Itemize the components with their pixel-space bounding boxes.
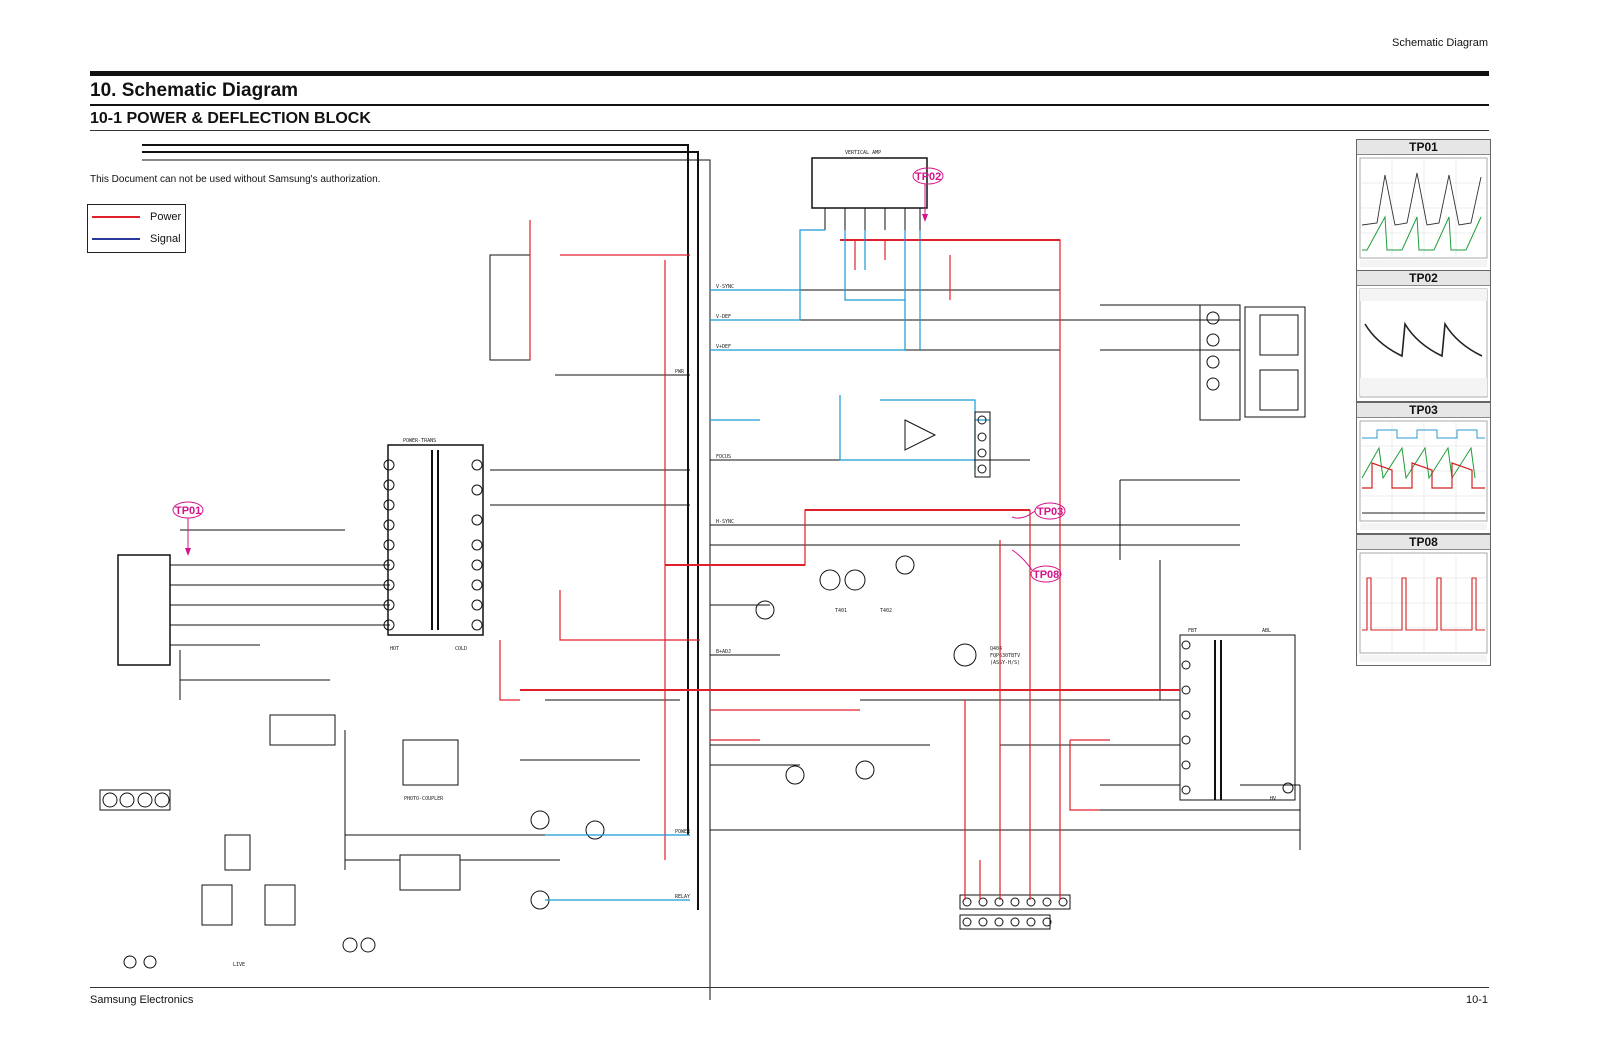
signal-label-relay: RELAY xyxy=(675,894,690,900)
tp03-label: TP03 xyxy=(1037,506,1063,518)
footer-rule xyxy=(90,987,1489,988)
scope-panel-tp03: TP03 xyxy=(1356,402,1491,534)
tp01-marker: TP01 xyxy=(172,501,204,556)
photo-coupler-label: PHOTO-COUPLER xyxy=(404,796,444,802)
signal-label-hv: HV xyxy=(1270,796,1276,802)
tp02-marker: TP02 xyxy=(912,167,944,222)
signal-label-pwr: PWR xyxy=(675,369,685,375)
t402-label: T402 xyxy=(880,608,892,614)
legend-signal: Signal xyxy=(92,232,181,246)
wire-legend: Power Signal xyxy=(87,204,186,253)
signal-label-power: POWER xyxy=(675,829,691,835)
footer-page-number: 10-1 xyxy=(1465,994,1488,1006)
cold-label: COLD xyxy=(455,646,467,652)
scope-trace-tp01 xyxy=(1359,157,1488,267)
scope-trace-tp03 xyxy=(1359,420,1488,530)
signal-label-vdef-minus: V-DEF xyxy=(716,314,731,320)
signal-name-labels: V-SYNC V-DEF V+DEF H-SYNC FOCUS B+ADJ PW… xyxy=(675,284,1276,900)
deflection-yoke xyxy=(1206,306,1306,418)
power-rails xyxy=(499,220,1180,900)
left-connector-block xyxy=(117,529,390,666)
scope-title-tp02: TP02 xyxy=(1357,271,1490,286)
page-title: 10. Schematic Diagram xyxy=(90,80,299,101)
authorization-notice: This Document can not be used without Sa… xyxy=(90,174,381,185)
footer-company: Samsung Electronics xyxy=(90,994,194,1006)
signal-lines xyxy=(545,229,990,901)
legend-power: Power xyxy=(92,210,181,224)
scope-trace-tp08 xyxy=(1359,552,1488,662)
deflection-transformers xyxy=(530,555,977,910)
q404-part-label: FQP630TBTV xyxy=(990,653,1020,659)
page-subtitle: 10-1 POWER & DEFLECTION BLOCK xyxy=(90,110,371,127)
legend-power-swatch xyxy=(92,216,140,218)
signal-label-focus: FOCUS xyxy=(716,454,731,460)
scope-panel-tp08: TP08 xyxy=(1356,534,1491,666)
op-amp-block xyxy=(904,411,991,478)
fbt-label: FBT xyxy=(1188,628,1197,634)
signal-label-hsync: H-SYNC xyxy=(716,519,734,525)
q404-note-label: (ASSY-H/S) xyxy=(990,660,1020,666)
live-label: LIVE xyxy=(233,962,245,968)
title-rule-top xyxy=(90,71,1489,76)
tp08-label: TP08 xyxy=(1033,569,1059,581)
photo-coupler-block xyxy=(99,739,461,969)
power-transformer-block: POWER-TRANS HOT COLD xyxy=(383,438,484,652)
scope-title-tp01: TP01 xyxy=(1357,140,1490,155)
bottom-connector xyxy=(959,894,1071,930)
vertical-amp-block: VERTICAL AMP xyxy=(811,150,928,230)
tp01-label: TP01 xyxy=(175,505,201,517)
signal-label-badj: B+ADJ xyxy=(716,649,731,655)
test-point-markers: TP01 TP02 TP03 TP08 xyxy=(172,167,1066,583)
power-trans-label: POWER-TRANS xyxy=(403,438,436,444)
signal-label-abl: ABL xyxy=(1262,628,1271,634)
legend-power-label: Power xyxy=(150,211,182,223)
top-bus-lines xyxy=(142,144,711,1000)
vertical-amp-label: VERTICAL AMP xyxy=(845,150,881,156)
signal-label-vsync: V-SYNC xyxy=(716,284,734,290)
black-wiring xyxy=(179,254,1301,870)
legend-signal-swatch xyxy=(92,238,140,240)
scope-panel-tp02: TP02 xyxy=(1356,270,1491,402)
header-section-label: Schematic Diagram xyxy=(1392,37,1488,49)
hot-label: HOT xyxy=(390,646,399,652)
subtitle-rule xyxy=(90,130,1489,131)
signal-label-vdef-plus: V+DEF xyxy=(716,344,731,350)
scope-title-tp03: TP03 xyxy=(1357,403,1490,418)
scope-trace-tp02 xyxy=(1359,288,1488,398)
tp02-label: TP02 xyxy=(915,171,941,183)
q404-label: Q404 xyxy=(990,646,1002,652)
title-rule-mid xyxy=(90,104,1489,106)
fbt-block: FBT xyxy=(1181,628,1294,800)
scope-title-tp08: TP08 xyxy=(1357,535,1490,550)
legend-signal-label: Signal xyxy=(150,233,181,245)
tp03-marker: TP03 xyxy=(1011,502,1066,520)
scope-panel-tp01: TP01 xyxy=(1356,139,1491,271)
power-rails-bold xyxy=(520,239,1180,691)
t401-label: T401 xyxy=(835,608,847,614)
tp08-marker: TP08 xyxy=(1011,549,1062,583)
